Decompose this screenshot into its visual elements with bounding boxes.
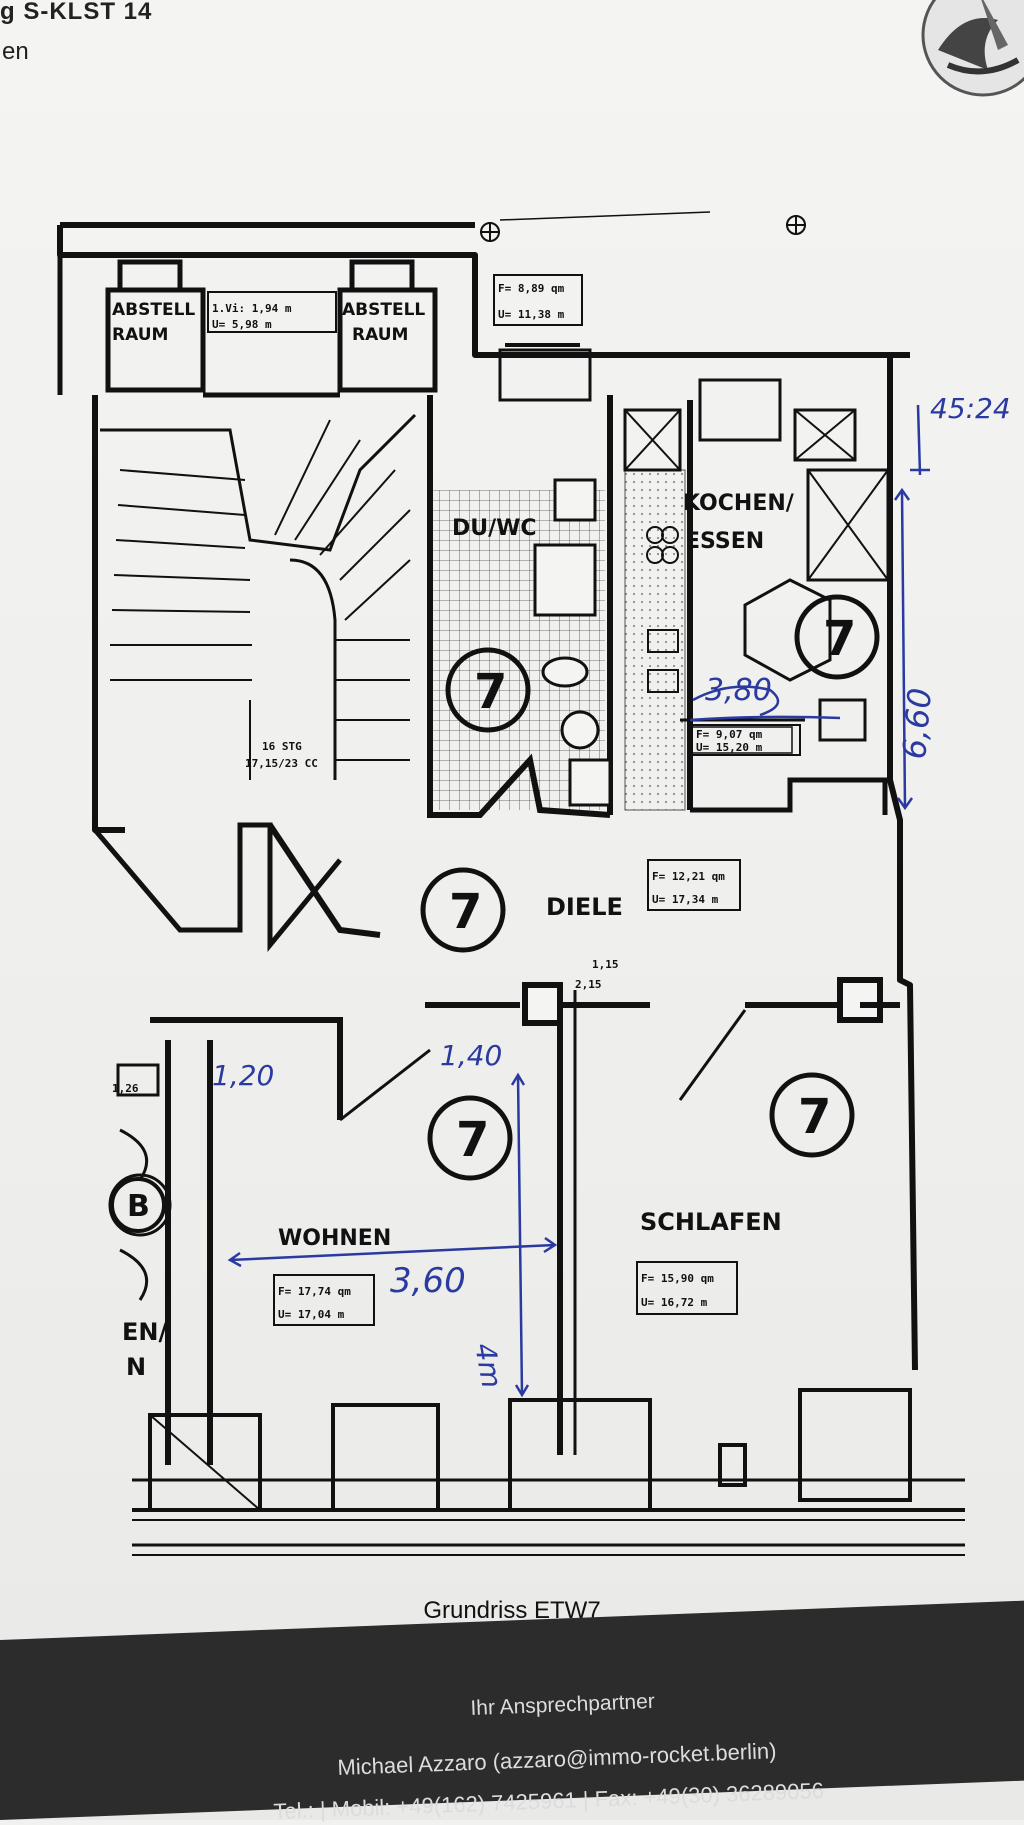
area-box-schlafen <box>636 1261 738 1315</box>
bathroom <box>427 395 613 818</box>
storage-rooms <box>57 255 438 398</box>
label-schlafen: SCHLAFEN <box>640 1208 782 1236</box>
header-line-2: en <box>2 38 29 65</box>
badge-number: 7 <box>798 1089 831 1145</box>
area-schlafen-2: U= 16,72 m <box>641 1296 708 1309</box>
note-width-left: 1,20 <box>212 1059 274 1092</box>
label-wohnen: WOHNEN <box>278 1226 391 1251</box>
area-top-1: F= 8,89 qm <box>498 282 565 295</box>
area-kochen-1: F= 9,07 qm <box>696 728 763 741</box>
windows <box>132 1388 965 1512</box>
area-small-3: 1,26 <box>112 1082 139 1095</box>
area-schlafen-1: F= 15,90 qm <box>641 1272 714 1285</box>
unit-badge-diele: 7 <box>420 867 506 953</box>
interior-walls <box>150 823 900 1465</box>
note-width-mid: 1,40 <box>440 1039 502 1072</box>
area-small-1: 1,15 <box>592 958 619 971</box>
header-line-1: g S-KLST 14 <box>0 0 153 25</box>
note-top-right: 45:24 <box>930 392 1011 425</box>
area-small-2: 2,15 <box>575 978 602 991</box>
badge-number: 7 <box>456 1112 489 1168</box>
area-diele-1: F= 12,21 qm <box>652 870 725 883</box>
badge-number: 7 <box>474 664 507 720</box>
area-box-kochen <box>691 726 793 754</box>
company-logo <box>921 0 1024 97</box>
area-stair-hall-1: 16 STG <box>262 740 302 753</box>
area-stair-1: 1.Vi: 1,94 m <box>212 302 292 315</box>
entrance-letter: B <box>127 1189 150 1224</box>
note-height: 6,60 <box>895 686 939 760</box>
area-box-wohnen <box>273 1274 375 1326</box>
label-kochen-1: KOCHEN/ <box>683 491 795 516</box>
label-bottom-left-2: N <box>126 1353 146 1381</box>
label-abstell-right-2: RAUM <box>352 325 408 345</box>
note-wohnen-depth: 4m <box>468 1340 508 1390</box>
area-diele-2: U= 17,34 m <box>652 893 719 906</box>
badge-number: 7 <box>449 884 482 940</box>
staircase <box>93 413 417 952</box>
note-wohnen-width: 3,60 <box>390 1261 466 1301</box>
label-abstell-left-1: ABSTELL <box>112 300 195 320</box>
handwritten-notes <box>227 404 930 1398</box>
label-diele: DIELE <box>546 893 623 921</box>
badge-number: 7 <box>823 611 856 667</box>
area-box-diele <box>647 859 741 911</box>
area-wohnen-2: U= 17,04 m <box>278 1308 345 1321</box>
unit-badge-kitchen: 7 <box>794 594 880 680</box>
unit-badge-schlafen: 7 <box>769 1072 855 1158</box>
grid-markers <box>480 211 806 242</box>
area-stair-2: U= 5,98 m <box>212 318 272 331</box>
outer-walls <box>57 222 965 1556</box>
label-bottom-left-1: EN/ <box>122 1318 167 1346</box>
area-top-2: U= 11,38 m <box>498 308 565 321</box>
unit-badge-wohnen: 7 <box>427 1095 513 1181</box>
floor-plan: ABSTELL RAUM ABSTELL RAUM DU/WC KOCHEN/ … <box>57 211 1011 1556</box>
label-abstell-left-2: RAUM <box>112 325 168 345</box>
note-kitchen: 3,80 <box>705 673 772 708</box>
kitchen <box>498 343 890 815</box>
label-du-wc: DU/WC <box>452 516 537 541</box>
area-wohnen-1: F= 17,74 qm <box>278 1285 351 1298</box>
area-box-top <box>493 274 583 326</box>
side-entrance <box>108 1063 172 1301</box>
label-kochen-2: ESSEN <box>685 529 764 554</box>
entrance-badge: B <box>110 1177 166 1233</box>
unit-badge-bathroom: 7 <box>445 647 531 733</box>
area-kochen-2: U= 15,20 m <box>696 741 763 754</box>
label-abstell-right-1: ABSTELL <box>342 300 425 320</box>
area-stair-hall-2: 17,15/23 CC <box>245 757 318 770</box>
